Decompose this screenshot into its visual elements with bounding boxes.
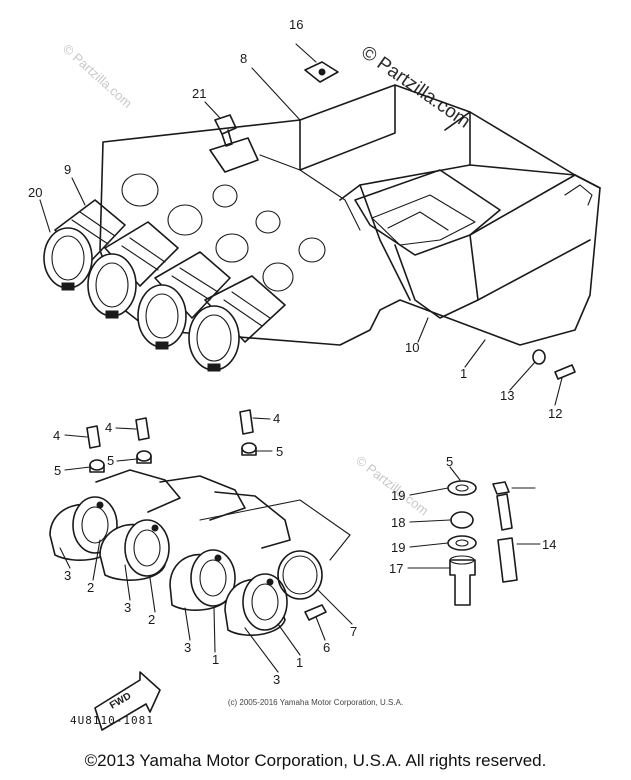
watermark-top-right: © Partzilla.com [357, 42, 474, 133]
callout-2-a: 2 [87, 580, 94, 595]
callout-3-d: 3 [273, 672, 280, 687]
small-caps-and-nuts [86, 409, 257, 473]
main-copyright-line: ©2013 Yamaha Motor Corporation, U.S.A. A… [84, 751, 547, 770]
o-ring-seal [277, 550, 323, 600]
callout-5-d: 5 [446, 454, 453, 469]
callout-20: 20 [28, 185, 42, 200]
callout-5-b: 5 [107, 453, 114, 468]
callout-1-a: 1 [212, 652, 219, 667]
bolt-and-washer [532, 349, 576, 380]
callout-3-c: 3 [184, 640, 191, 655]
manifold-3 [169, 549, 236, 611]
fwd-arrow-icon: FWD [94, 671, 161, 731]
manifold-1 [49, 496, 118, 561]
callout-numbers: 16 8 21 9 20 10 1 13 12 4 4 4 5 5 5 3 2 … [28, 17, 562, 687]
callout-14: 14 [542, 537, 556, 552]
leader-lines [39, 43, 563, 673]
watermark-left: © Partzilla.com [60, 41, 135, 111]
callout-13: 13 [500, 388, 514, 403]
callout-10: 10 [405, 340, 419, 355]
callout-4-a: 4 [53, 428, 60, 443]
cap-and-bolt [214, 61, 339, 147]
manifold-4 [224, 573, 288, 636]
callout-19-b: 19 [391, 540, 405, 555]
diagram-reference-code: 4U8110-1081 [70, 714, 154, 727]
joint-1 [43, 199, 126, 291]
callout-8: 8 [240, 51, 247, 66]
air-cleaner-case [99, 84, 601, 346]
callout-19-a: 19 [391, 488, 405, 503]
callout-16: 16 [289, 17, 303, 32]
joint-2 [87, 221, 179, 319]
callout-18: 18 [391, 515, 405, 530]
callout-5-c: 5 [276, 444, 283, 459]
manifold-2 [99, 519, 170, 581]
small-copyright-line: (c) 2005-2016 Yamaha Motor Corporation, … [227, 698, 404, 707]
carburetor-joints [43, 199, 286, 372]
callout-17: 17 [389, 561, 403, 576]
callout-4-b: 4 [105, 420, 112, 435]
callout-9: 9 [64, 162, 71, 177]
intake-manifolds [49, 469, 351, 636]
callout-4-c: 4 [273, 411, 280, 426]
callout-5-a: 5 [54, 463, 61, 478]
joint-4 [188, 275, 286, 372]
callout-21: 21 [192, 86, 206, 101]
callout-3-b: 3 [124, 600, 131, 615]
callout-3-a: 3 [64, 568, 71, 583]
callout-12: 12 [548, 406, 562, 421]
callout-1-b: 1 [296, 655, 303, 670]
joint-3 [137, 251, 231, 350]
watermark-middle: © Partzilla.com [353, 453, 431, 519]
callout-2-b: 2 [148, 612, 155, 627]
callout-1-cover: 1 [460, 366, 467, 381]
right-small-parts [447, 480, 518, 606]
callout-6: 6 [323, 640, 330, 655]
callout-7: 7 [350, 624, 357, 639]
